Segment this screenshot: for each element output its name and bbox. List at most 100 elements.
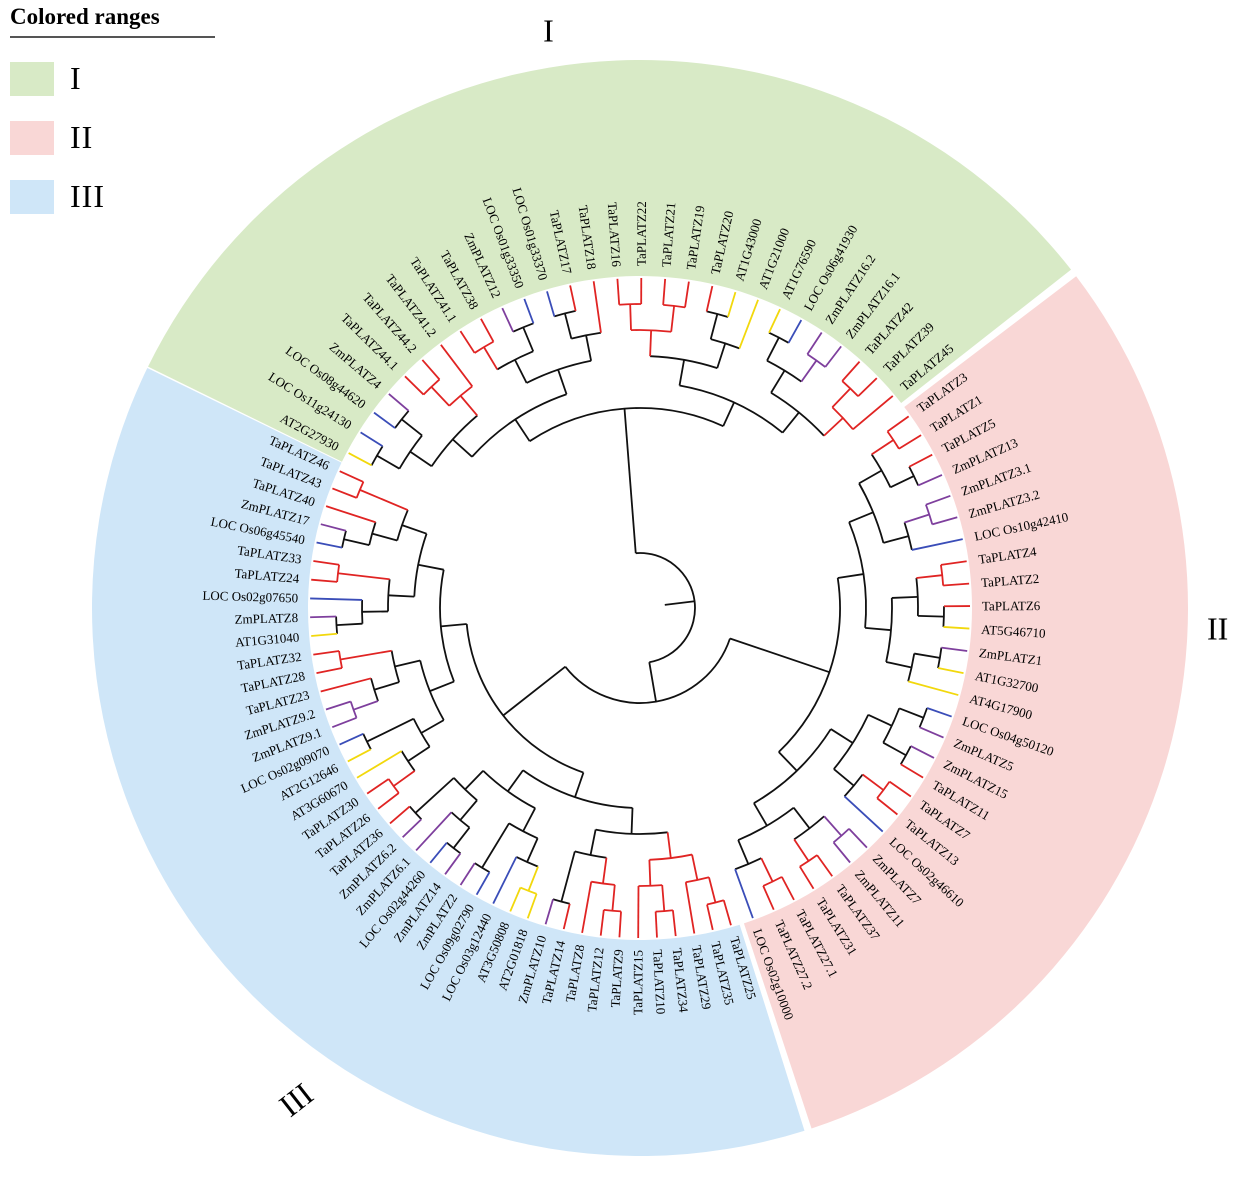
branch-line [332,487,357,499]
branch-line [336,622,363,627]
legend-label-group3: III [70,178,105,214]
branch-line [908,453,933,468]
branch-line [670,305,676,332]
branch-line [526,837,539,863]
legend-item-group3: III [10,178,215,215]
branch-line [316,667,343,675]
branch-line [778,751,798,772]
branch-line [574,772,585,798]
taxon-label: TaPLATZ24 [234,566,300,587]
taxon-label: ZmPLATZ8 [234,610,298,627]
branch-line [848,828,868,849]
branch-line [459,862,476,886]
branch-line [420,719,445,734]
branch-line [862,773,885,791]
branch-line [444,852,462,875]
clade-arc [882,708,901,744]
branch-line [429,680,455,692]
taxon-label: AT5G46710 [981,622,1046,641]
branch-line [917,614,944,618]
clade-arc [663,303,686,309]
branch-line [374,681,400,691]
branch-line [943,582,970,587]
branch-line [389,805,411,825]
branch-line [589,829,597,856]
clade-arc [474,340,494,354]
branch-line [787,319,803,344]
branch-line [768,308,781,334]
taxon-label: TaPLATZ10 [650,949,668,1014]
branch-line [388,393,410,412]
branch-line [734,868,754,919]
branch-line [459,799,478,821]
branch-line [843,795,884,833]
branch-line [544,899,554,925]
branch-line [492,856,518,904]
clade-arc [595,828,668,835]
branch-line [440,623,467,628]
branch-line [560,851,576,902]
branch-line [402,818,422,838]
clade-arc [522,769,633,809]
branch-line [316,541,343,549]
legend-swatch-group1 [10,61,54,96]
branch-line [320,523,347,532]
branch-line [339,732,364,746]
legend-title: Colored ranges [10,4,215,38]
clade-arc [482,770,536,810]
branch-line [320,677,372,693]
branch-line [911,538,963,551]
branch-line [373,411,396,429]
branch-line [722,402,735,427]
branch-line [347,748,372,763]
branch-line [618,911,622,938]
branch-line [738,299,759,349]
branch-line [514,359,528,384]
taxon-label: TaPLATZ2 [981,571,1040,590]
clade-arc [655,909,673,913]
branch-line [898,707,924,719]
branch-line [569,285,577,312]
branch-line [932,516,958,526]
branch-line [867,713,893,727]
branch-line [481,822,510,869]
branch-line [557,369,568,395]
branch-line [722,899,732,926]
branch-line [452,827,471,849]
clade-arc [770,391,825,437]
branch-line [464,770,484,791]
clade-arc [446,842,461,855]
branch-line [507,769,524,792]
branch-line [762,885,775,911]
branch-line [592,281,602,333]
branch-line [648,662,657,702]
branch-line [841,361,861,382]
clade-arc [471,393,567,458]
branch-line [337,572,390,581]
branch-line [654,911,658,938]
branch-line [404,375,425,396]
branch-line [830,728,854,744]
branch-line [359,489,409,511]
branch-line [678,359,685,386]
branch-line [716,343,727,369]
branch-line [799,866,815,890]
branch-line [729,637,830,674]
branch-line [366,778,390,795]
branch-line [823,417,844,437]
branch-line [313,650,340,656]
clade-arc [737,806,795,841]
branch-line [353,700,379,711]
taxon-label: AT1G31040 [235,629,300,649]
branch-line [941,646,968,652]
clade-arc [843,773,864,797]
taxon-label: TaPLATZ9 [607,949,626,1008]
taxon-label: TaPLATZ6 [982,598,1041,613]
branch-line [852,395,894,430]
clade-arc [335,616,338,634]
clade-arc [564,638,731,704]
branch-line [585,335,592,361]
legend-swatch-group2 [10,120,54,155]
branch-line [904,513,930,524]
